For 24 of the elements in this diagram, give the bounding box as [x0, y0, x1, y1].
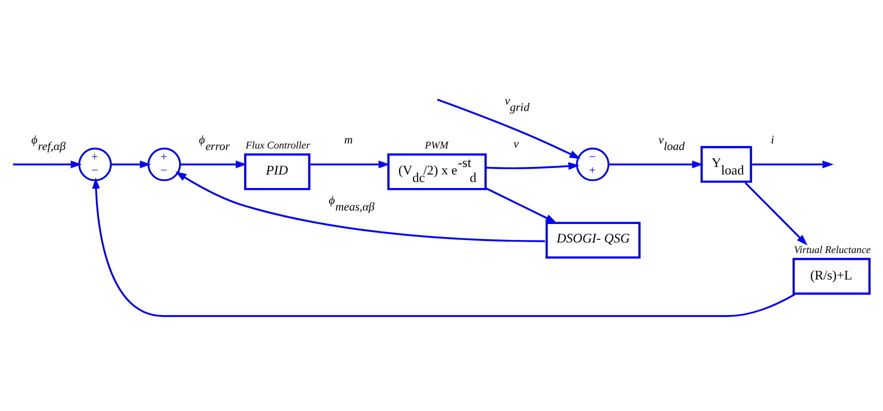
node-circle: − +: [576, 147, 610, 181]
arrow: [175, 171, 545, 242]
arrow: [92, 177, 796, 316]
arrow: [437, 98, 581, 158]
arrow: [608, 160, 704, 168]
node-box: (R/s)+L: [792, 257, 871, 294]
arrow: [310, 160, 390, 168]
edge-label: v: [514, 136, 519, 150]
node-circle: + −: [147, 147, 181, 181]
edge-label: i: [770, 133, 774, 146]
arrow: [111, 160, 151, 168]
arrow: [180, 160, 247, 168]
node-label: Virtual Reluctance: [794, 244, 871, 256]
arrow: [752, 160, 834, 168]
node-box: PID: [244, 152, 310, 190]
node-label: Flux Controller: [246, 140, 310, 151]
arrow: [486, 187, 557, 222]
arrow: [13, 160, 82, 168]
arrow: [744, 182, 808, 245]
arrow: [486, 162, 580, 170]
node-circle: + −: [78, 147, 112, 181]
edge-label: m: [344, 133, 353, 146]
node-label: PWM: [424, 140, 448, 151]
node-box: DSOGI- QSG: [546, 221, 641, 258]
